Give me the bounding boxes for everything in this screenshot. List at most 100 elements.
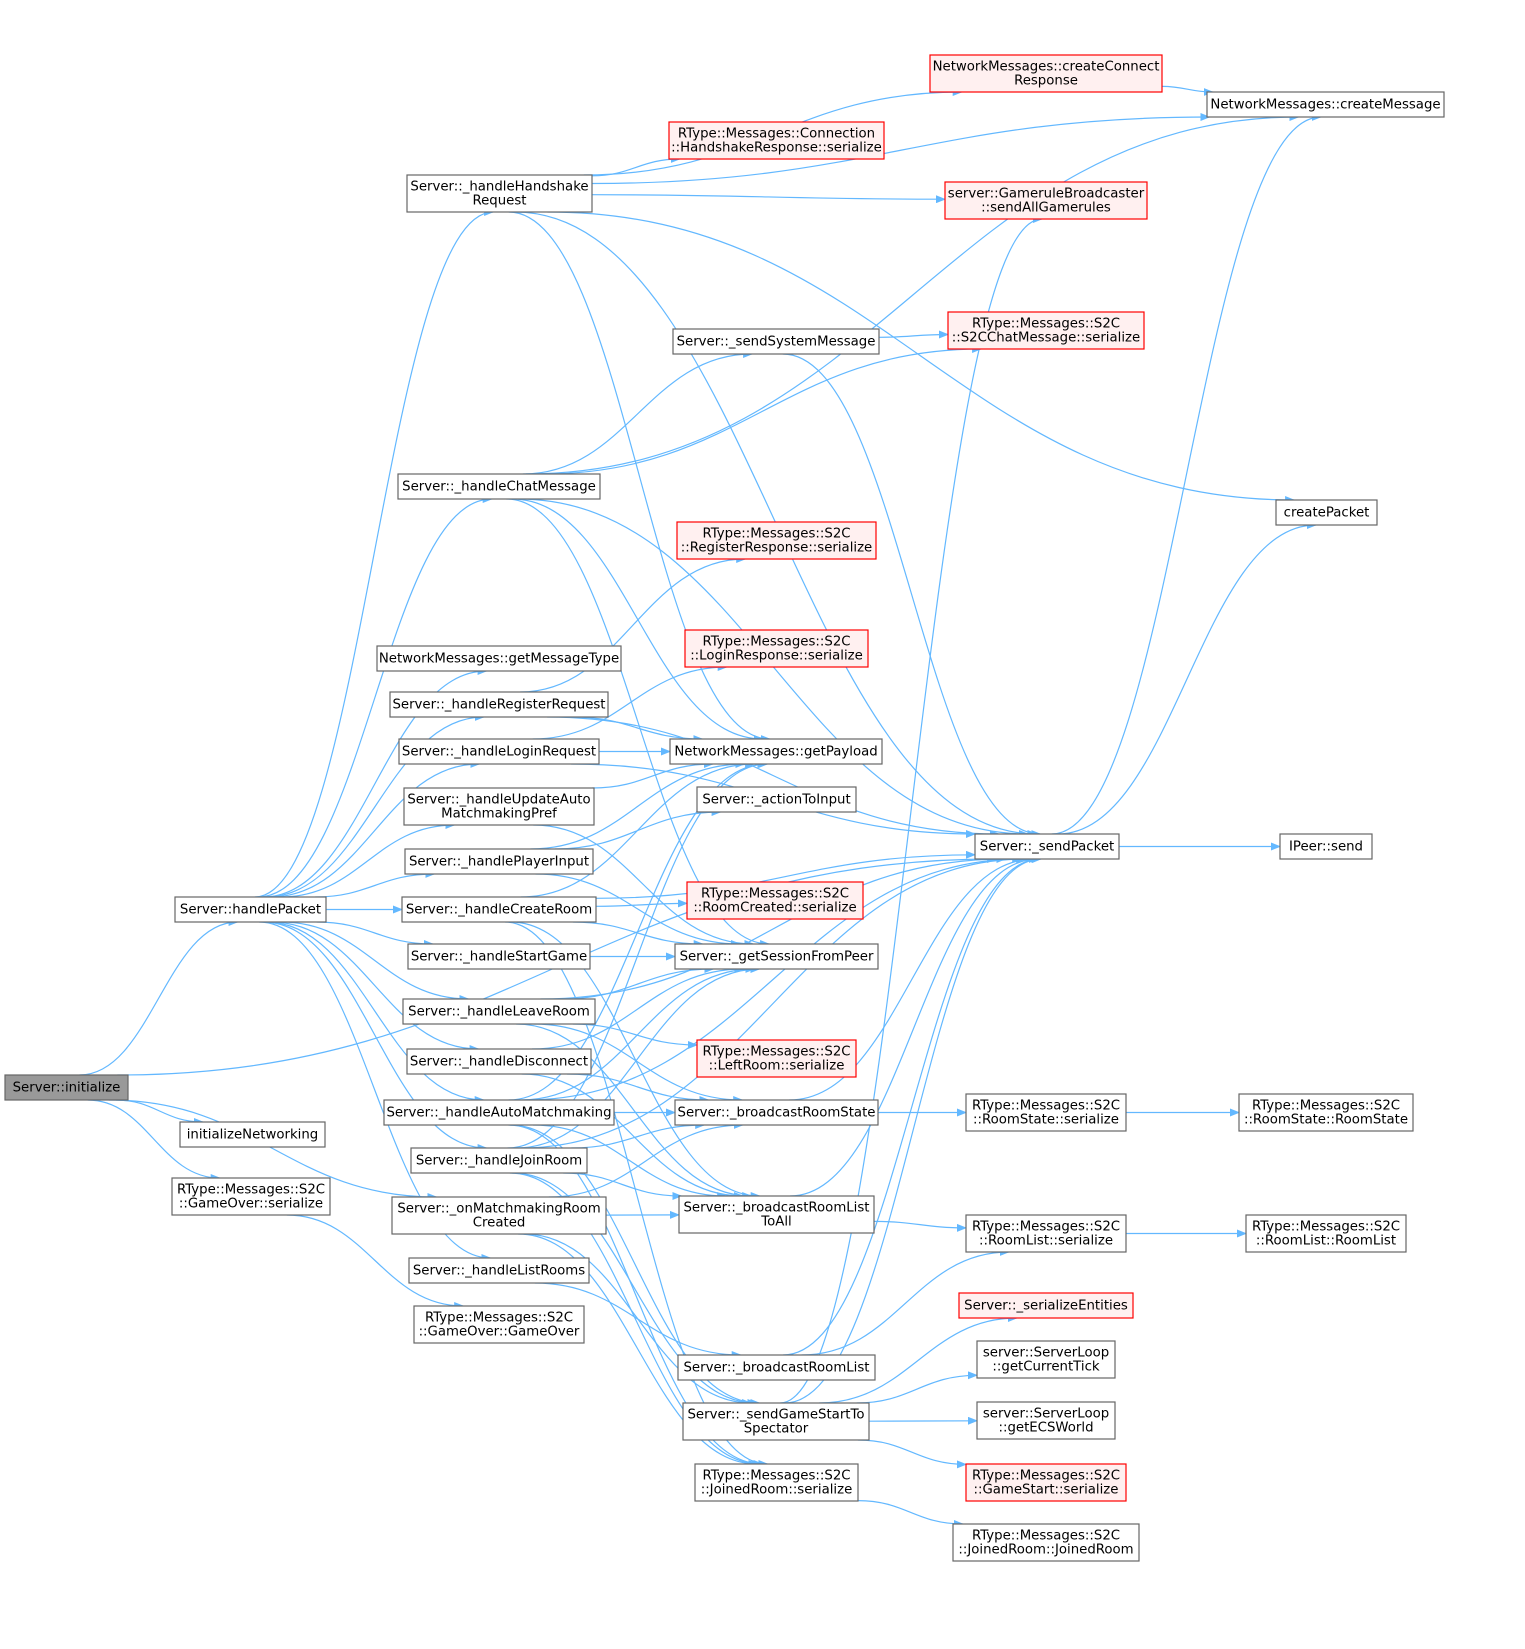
edge-createRoom-to-bcastRoomListAll — [510, 921, 761, 1200]
node-actionToInput[interactable]: Server::_actionToInput — [696, 786, 857, 813]
node-sendPacket[interactable]: Server::_sendPacket — [974, 833, 1120, 860]
node-createRoom[interactable]: Server::_handleCreateRoom — [401, 896, 597, 923]
node-autoMatch[interactable]: Server::_handleAutoMatchmaking — [383, 1099, 615, 1126]
node-roomListSer[interactable]: RType::Messages::S2C::RoomList::serializ… — [965, 1214, 1127, 1253]
node-chatSer[interactable]: RType::Messages::S2C::S2CChatMessage::se… — [947, 311, 1145, 350]
node-createMessage[interactable]: NetworkMessages::createMessage — [1206, 91, 1445, 118]
node-gameOverCtor[interactable]: RType::Messages::S2C::GameOver::GameOver — [413, 1305, 585, 1344]
node-label: Response — [1014, 74, 1078, 89]
node-roomCreatedSer[interactable]: RType::Messages::S2C::RoomCreated::seria… — [686, 881, 864, 920]
node-hsRespSer[interactable]: RType::Messages::Connection::HandshakeRe… — [668, 121, 885, 160]
node-initNet[interactable]: initializeNetworking — [179, 1121, 326, 1148]
node-label: Server::_sendSystemMessage — [677, 335, 876, 350]
node-label: ::RoomState::RoomState — [1244, 1113, 1408, 1128]
node-sendSys[interactable]: Server::_sendSystemMessage — [672, 328, 880, 355]
edge-bcastRoomListAll-to-roomListSer — [873, 1220, 967, 1232]
node-getMsgType[interactable]: NetworkMessages::getMessageType — [376, 645, 622, 672]
node-box — [397, 473, 601, 500]
node-box — [179, 1121, 326, 1148]
edge-autoMatch-to-bcastRoomListAll — [532, 1124, 728, 1200]
edge-leaveRoom-to-sendPacket — [540, 855, 1007, 1000]
node-box — [976, 1401, 1116, 1440]
edge-handlePacket-to-leaveRoom — [280, 921, 470, 1003]
node-loginRespSer[interactable]: RType::Messages::S2C::LoginResponse::ser… — [684, 629, 869, 668]
node-bcastRoomList[interactable]: Server::_broadcastRoomList — [677, 1354, 876, 1381]
node-label: RType::Messages::S2C — [702, 1469, 850, 1484]
node-getSession[interactable]: Server::_getSessionFromPeer — [674, 943, 879, 970]
node-gameStartSer[interactable]: RType::Messages::S2C::GameStart::seriali… — [965, 1463, 1127, 1502]
node-box — [668, 121, 885, 160]
node-startGame[interactable]: Server::_handleStartGame — [407, 943, 591, 970]
node-label: RType::Messages::S2C — [702, 1045, 850, 1060]
node-roomStateCtor[interactable]: RType::Messages::S2C::RoomState::RoomSta… — [1238, 1093, 1414, 1132]
edge-bcastRoomListAll-to-sendPacket — [790, 855, 1039, 1197]
node-joinedRoomSer[interactable]: RType::Messages::S2C::JoinedRoom::serial… — [694, 1463, 859, 1502]
edge-handlePacket-to-disconnect — [270, 921, 480, 1053]
node-regReq[interactable]: Server::_handleRegisterRequest — [389, 691, 609, 718]
edge-hsReq-to-sendAllGamerules — [591, 194, 946, 204]
node-leftRoomSer[interactable]: RType::Messages::S2C::LeftRoom::serializ… — [696, 1039, 857, 1078]
node-label: RType::Messages::S2C — [702, 527, 850, 542]
node-label: RType::Messages::S2C — [701, 887, 849, 902]
node-box — [402, 998, 596, 1025]
node-label: ::GameOver::serialize — [179, 1197, 323, 1212]
node-joinRoom[interactable]: Server::_handleJoinRoom — [410, 1147, 588, 1174]
edge-leaveRoom-to-getSession — [562, 965, 715, 1000]
node-chatMsg[interactable]: Server::_handleChatMessage — [397, 473, 601, 500]
edge-handlePacket-to-joinRoom — [262, 921, 488, 1152]
node-label: MatchmakingPref — [441, 807, 557, 822]
node-label: Server::_onMatchmakingRoom — [397, 1202, 600, 1217]
edge-chatMsg-to-chatSer — [542, 345, 983, 475]
node-box — [677, 1354, 876, 1381]
node-box — [674, 1099, 879, 1126]
node-regRespSer[interactable]: RType::Messages::S2C::RegisterResponse::… — [676, 521, 877, 560]
edge-init-to-handlePacket — [79, 918, 239, 1076]
node-label: Server::_handleAutoMatchmaking — [386, 1106, 611, 1121]
node-getECS[interactable]: server::ServerLoop::getECSWorld — [976, 1401, 1116, 1440]
edge-createRoom-to-getPayload — [520, 760, 756, 898]
node-roomListCtor[interactable]: RType::Messages::S2C::RoomList::RoomList — [1245, 1214, 1407, 1253]
edge-onMatchRoom-to-joinedRoomSer — [518, 1233, 759, 1468]
node-getTick[interactable]: server::ServerLoop::getCurrentTick — [976, 1340, 1116, 1379]
node-gameOverSer[interactable]: RType::Messages::S2C::GameOver::serializ… — [171, 1177, 331, 1216]
node-handlePacket[interactable]: Server::handlePacket — [174, 896, 327, 923]
node-joinedRoomCtor[interactable]: RType::Messages::S2C::JoinedRoom::Joined… — [952, 1523, 1140, 1562]
node-label: NetworkMessages::createConnect — [933, 60, 1160, 75]
node-playerInput[interactable]: Server::_handlePlayerInput — [404, 848, 594, 875]
node-label: Server::handlePacket — [180, 903, 321, 918]
edge-updAuto-to-getSession — [533, 824, 755, 948]
node-loginReq[interactable]: Server::_handleLoginRequest — [398, 738, 600, 765]
edge-init-to-gameOverSer — [87, 1099, 221, 1182]
node-leaveRoom[interactable]: Server::_handleLeaveRoom — [402, 998, 596, 1025]
node-label: RType::Messages::S2C — [177, 1183, 325, 1198]
node-box — [410, 1147, 588, 1174]
edge-regReq-to-sendPacket — [547, 716, 1000, 838]
node-disconnect[interactable]: Server::_handleDisconnect — [406, 1048, 592, 1075]
node-label: ::getCurrentTick — [992, 1360, 1099, 1375]
edge-autoMatch-to-joinedRoomSer — [508, 1124, 764, 1468]
node-createPacket[interactable]: createPacket — [1275, 499, 1378, 526]
node-label: server::ServerLoop — [983, 1346, 1109, 1361]
node-getPayload[interactable]: NetworkMessages::getPayload — [669, 738, 883, 765]
node-serEntities[interactable]: Server::_serializeEntities — [958, 1292, 1134, 1319]
node-roomStateSer[interactable]: RType::Messages::S2C::RoomState::seriali… — [965, 1093, 1127, 1132]
edge-handlePacket-to-getMsgType — [262, 667, 488, 898]
node-box — [694, 1463, 859, 1502]
edge-createConnResp-to-createMessage — [1161, 85, 1214, 96]
edge-sendGameStart-to-serEntities — [819, 1314, 1018, 1404]
node-label: Server::_sendGameStartTo — [687, 1408, 864, 1423]
node-label: RType::Messages::S2C — [972, 317, 1120, 332]
node-listRooms[interactable]: Server::_handleListRooms — [408, 1257, 590, 1284]
node-sendAllGamerules[interactable]: server::GameruleBroadcaster::sendAllGame… — [944, 181, 1148, 220]
node-init[interactable]: Server::initialize — [4, 1074, 129, 1101]
node-bcastRoomState[interactable]: Server::_broadcastRoomState — [674, 1099, 879, 1126]
edge-regReq-to-regRespSer — [520, 555, 747, 693]
node-ipeerSend[interactable]: IPeer::send — [1279, 833, 1373, 860]
node-label: Server::_getSessionFromPeer — [680, 950, 874, 965]
